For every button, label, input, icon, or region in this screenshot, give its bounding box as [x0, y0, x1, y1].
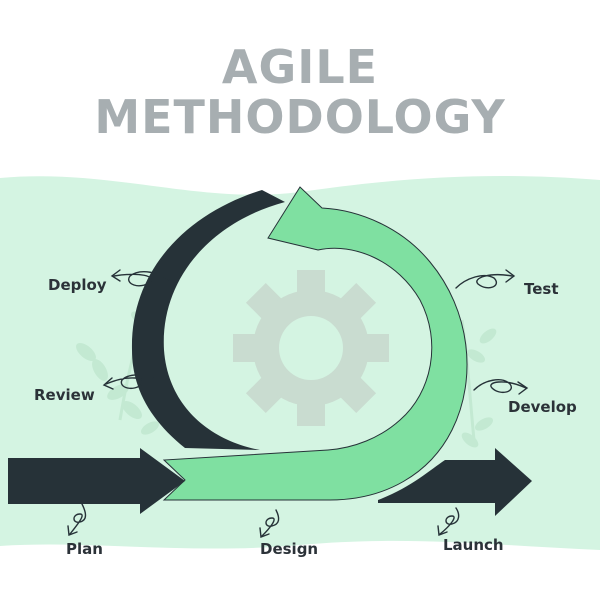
stage-label-develop: Develop	[508, 398, 577, 416]
stage-label-test: Test	[524, 280, 559, 298]
stage-label-plan: Plan	[66, 540, 103, 558]
stage-label-deploy: Deploy	[48, 276, 107, 294]
stage-label-review: Review	[34, 386, 95, 404]
plan-arrow	[8, 448, 185, 514]
stage-label-design: Design	[260, 540, 319, 558]
page-title-line-2: METHODOLOGY	[94, 90, 506, 144]
cycle-arrow-green	[162, 186, 468, 501]
stage-label-launch: Launch	[443, 536, 504, 554]
launch-arrow	[378, 448, 532, 516]
curl-arrow-icon	[67, 269, 529, 538]
page-title-line-1: AGILE	[221, 40, 379, 94]
gear-icon	[233, 270, 389, 426]
cycle-arc-dark	[131, 190, 285, 450]
